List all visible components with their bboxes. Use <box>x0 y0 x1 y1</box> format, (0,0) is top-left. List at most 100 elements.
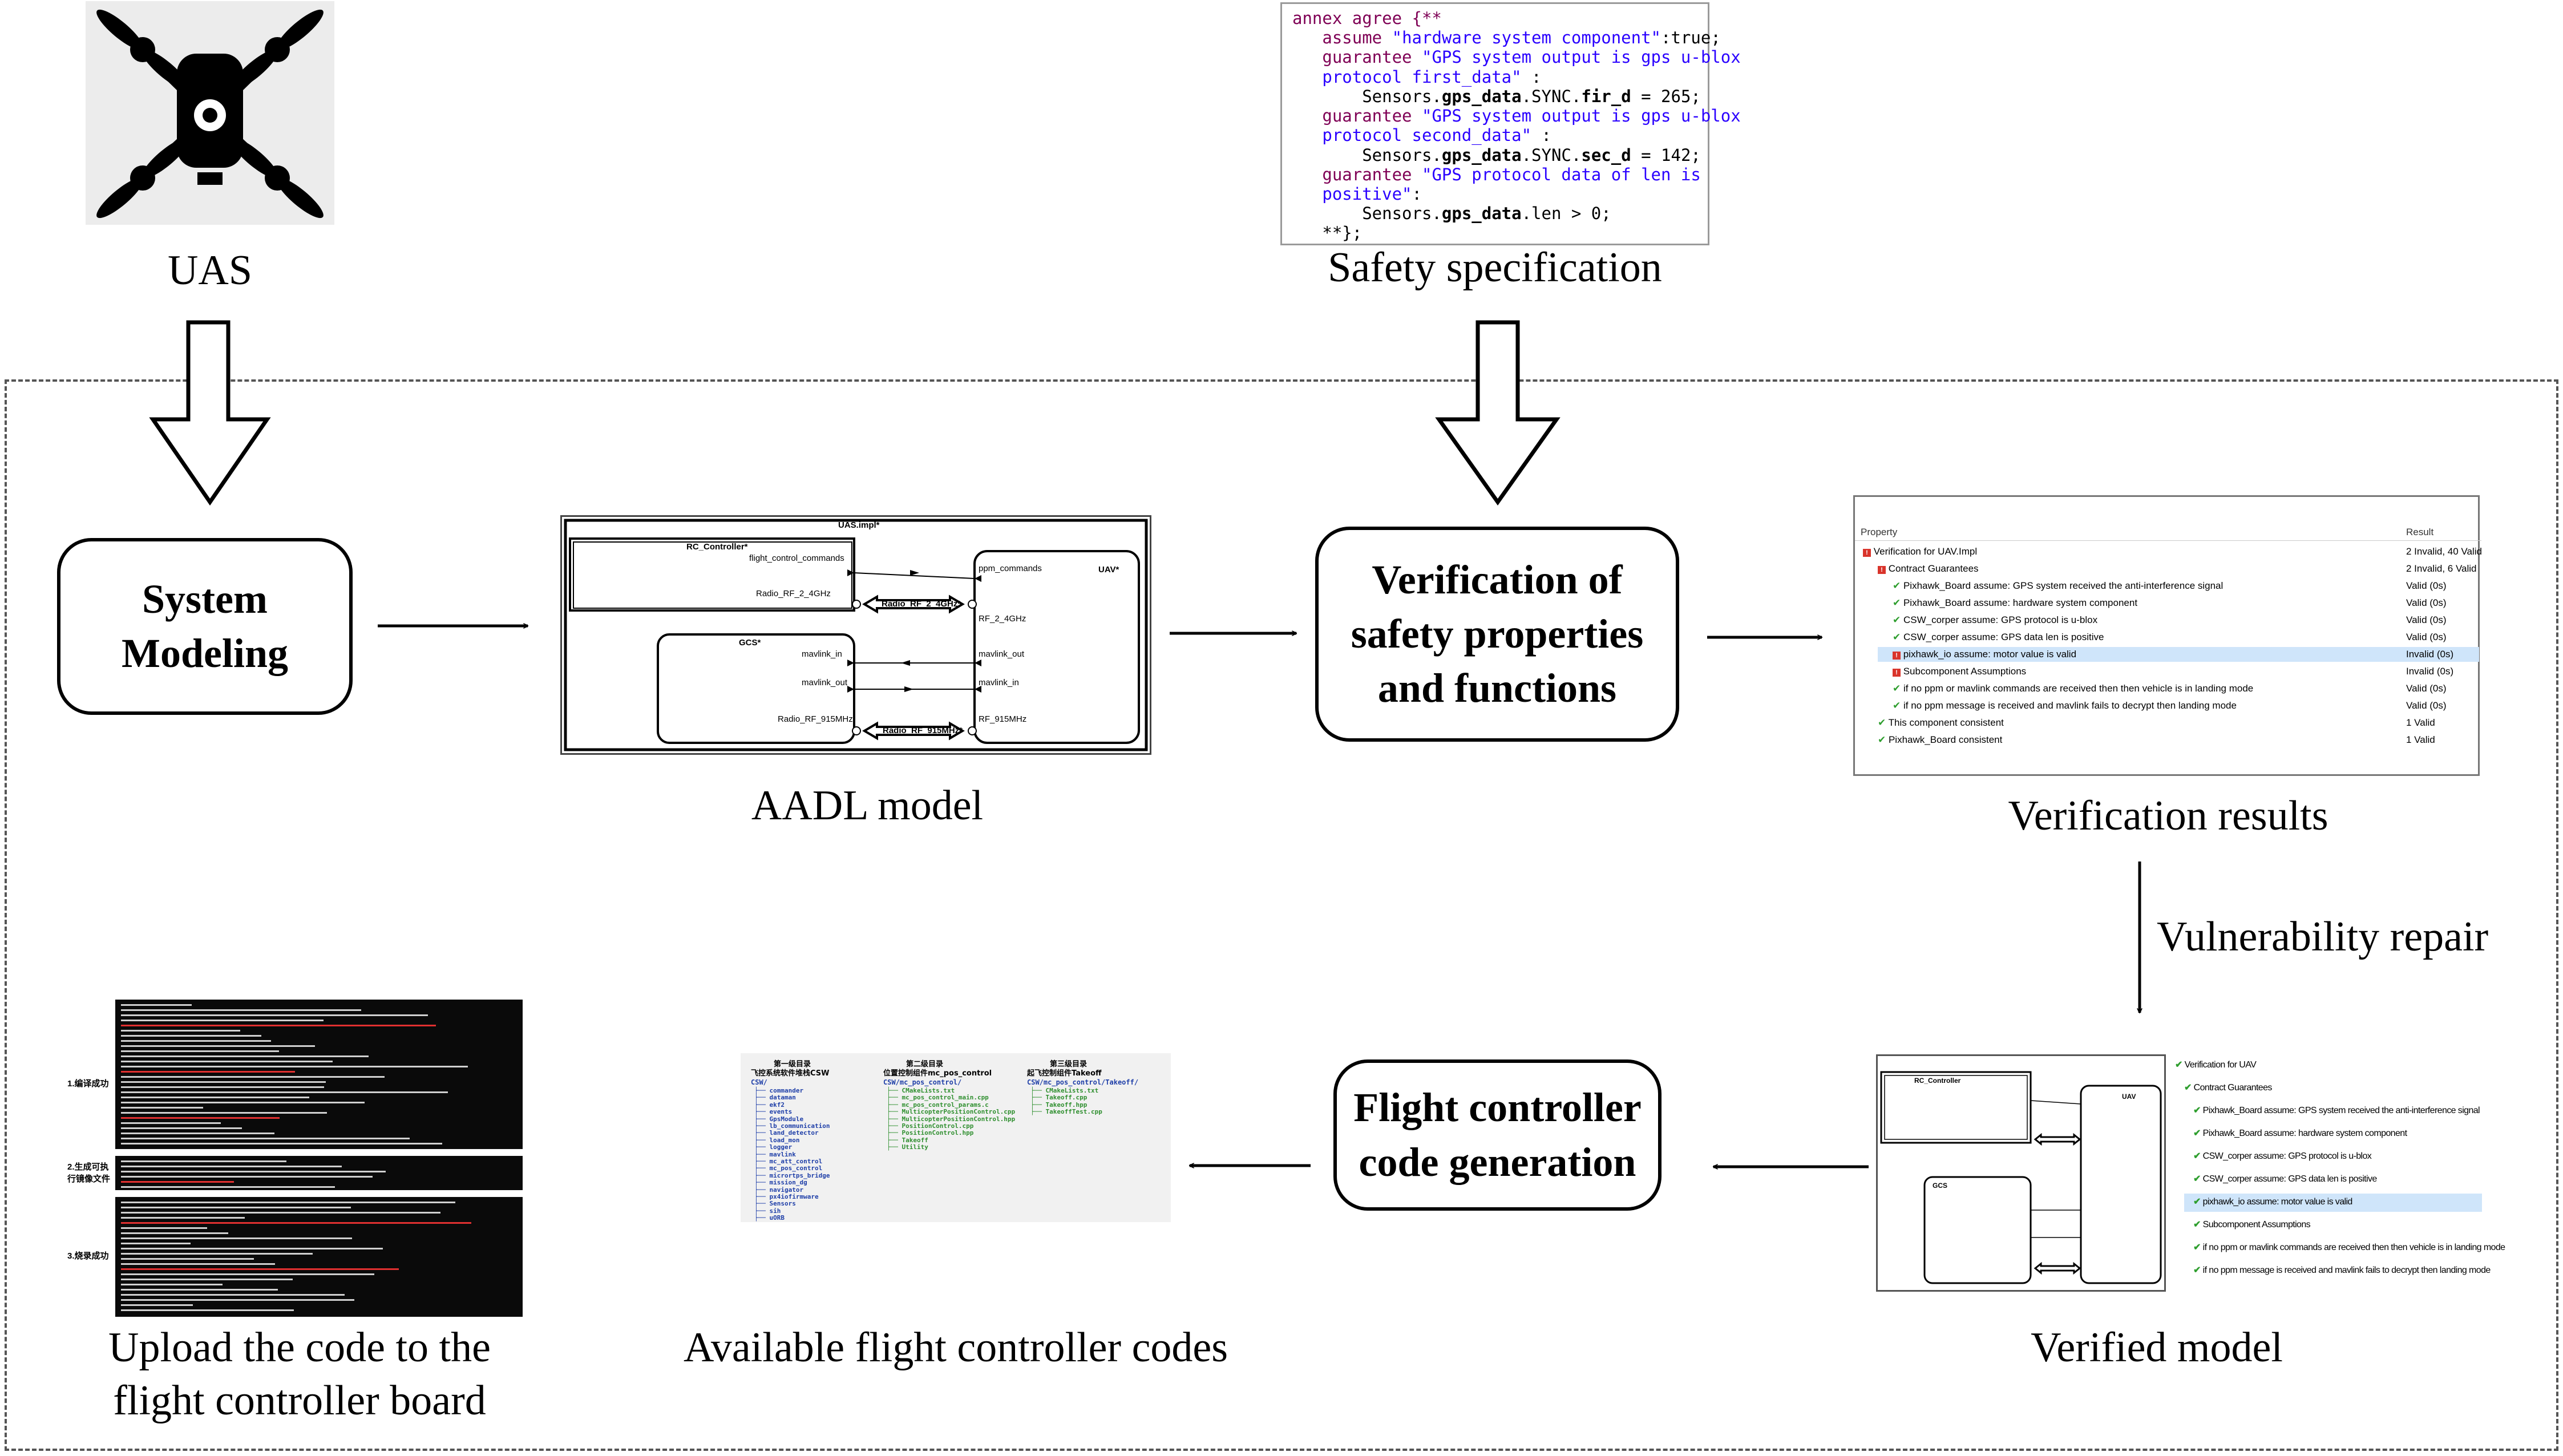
check-icon: ✔ <box>2193 1265 2203 1275</box>
code-line: positive": <box>1292 184 1422 204</box>
aadl-flight-control-commands: flight_control_commands <box>749 553 844 563</box>
terminal-text-line <box>121 1025 436 1026</box>
check-icon: ✔ <box>1893 580 1901 591</box>
caption-upload-line-2: flight controller board <box>113 1377 486 1424</box>
listing-item: ├── PositionControl.cpp <box>887 1122 974 1130</box>
terminal-text-line <box>121 1284 223 1285</box>
system-modeling-line-1: System <box>142 576 268 622</box>
vr-row[interactable]: ✔ CSW_corper assume: GPS data len is pos… <box>1893 632 2104 643</box>
aadl-mavlink-out-right: mavlink_out <box>979 649 1025 659</box>
drone-icon <box>96 9 324 219</box>
vr-row[interactable]: ✔ This component consistent <box>1878 717 2004 729</box>
listing-item: ├── ekf2 <box>754 1101 785 1109</box>
vm-tree-label: Contract Guarantees <box>2193 1083 2273 1093</box>
vr-row[interactable]: ! pixhawk_io assume: motor value is vali… <box>1893 649 2076 660</box>
terminal-text-line <box>121 1122 221 1124</box>
vm-tree-row[interactable]: ✔ CSW_corper assume: GPS data len is pos… <box>2193 1173 2377 1184</box>
terminal-text-line <box>121 1289 278 1291</box>
terminal-text-line <box>121 1045 315 1047</box>
vr-row-result: Invalid (0s) <box>2406 666 2454 677</box>
code-line: assume "hardware system component":true; <box>1292 28 1721 48</box>
terminal-text-line <box>121 1117 280 1119</box>
terminal-screenshot: 1.编译成功 2.生成可执行镜像文件 3.烧录成功 <box>57 1000 523 1317</box>
vm-tree-row[interactable]: ✔ Contract Guarantees <box>2184 1082 2272 1093</box>
listing-item: ├── px4iofirmware <box>754 1193 819 1200</box>
vr-row[interactable]: ✔ Pixhawk_Board assume: GPS system recei… <box>1893 580 2223 592</box>
check-icon: ✔ <box>2193 1151 2203 1161</box>
vr-row[interactable]: ✔ Pixhawk_Board consistent <box>1878 734 2002 746</box>
hollow-arrow-uas-to-modeling <box>149 320 271 506</box>
listing-item: ├── dataman <box>754 1094 796 1102</box>
code-line: guarantee "GPS protocol data of len is <box>1292 164 1701 184</box>
vr-row[interactable]: ! Verification for UAV.Impl <box>1863 546 1977 557</box>
terminal-text-line <box>121 1076 385 1078</box>
aadl-mavlink-in-right: mavlink_in <box>979 678 1019 687</box>
code-line: **}; <box>1292 223 1363 243</box>
system-modeling-box: System Modeling <box>57 538 353 715</box>
vr-row-label: if no ppm or mavlink commands are receiv… <box>1901 683 2254 694</box>
listing-item: ├── lb_communication <box>754 1122 830 1130</box>
terminal-text-line <box>121 1294 345 1296</box>
listing-col-subtitle: 起飞控制组件Takeoff <box>1027 1069 1102 1078</box>
error-icon: ! <box>1893 652 1901 660</box>
vr-row[interactable]: ! Contract Guarantees <box>1878 563 1979 575</box>
vm-tree-row[interactable]: ✔ Pixhawk_Board assume: hardware system … <box>2193 1127 2407 1139</box>
vr-row-label: Pixhawk_Board consistent <box>1886 734 2003 745</box>
caption-verification-results: Verification results <box>2008 792 2328 839</box>
listing-col-title: 第二级目录 <box>906 1060 944 1069</box>
vr-row[interactable]: ✔ if no ppm or mavlink commands are rece… <box>1893 683 2253 694</box>
code-line: Sensors.gps_data.len > 0; <box>1292 204 1611 224</box>
terminal-text-line <box>121 1081 326 1083</box>
vr-row-result: Valid (0s) <box>2406 580 2447 591</box>
caption-aadl-model: AADL model <box>751 782 984 829</box>
verified-model-tree: ✔ Verification for UAV ✔ Contract Guarant… <box>2173 1057 2505 1291</box>
vr-row-label: CSW_corper assume: GPS protocol is u-blo… <box>1901 614 2098 625</box>
caption-upload-line-1: Upload the code to the <box>108 1324 491 1371</box>
aadl-mavlink-in-left: mavlink_in <box>802 649 842 659</box>
listing-item: ├── MulticopterPositionControl.hpp <box>887 1115 1016 1123</box>
listing-item: ├── load_mon <box>754 1136 800 1144</box>
caption-uas: UAS <box>167 247 253 294</box>
caption-upload: Upload the code to the flight controller… <box>63 1321 536 1427</box>
caption-available-codes: Available flight controller codes <box>683 1324 1228 1371</box>
vm-tree-row[interactable]: ✔ Subcomponent Assumptions <box>2193 1219 2311 1230</box>
vm-tree-row[interactable]: ✔ CSW_corper assume: GPS protocol is u-b… <box>2193 1150 2372 1162</box>
vr-row[interactable]: ✔ CSW_corper assume: GPS protocol is u-b… <box>1893 614 2097 626</box>
listing-item: ├── CMakeLists.txt <box>887 1087 955 1094</box>
check-icon: ✔ <box>1893 632 1901 642</box>
terminal-text-line <box>121 1176 373 1178</box>
terminal-text-line <box>121 1171 386 1172</box>
vr-row[interactable]: ✔ if no ppm message is received and mavl… <box>1893 700 2237 711</box>
terminal-text-line <box>121 1217 245 1219</box>
vr-row-result: 2 Invalid, 40 Valid <box>2406 546 2482 557</box>
vm-tree-row[interactable]: ✔ Verification for UAV <box>2175 1059 2257 1070</box>
vm-tree-row[interactable]: ✔ Pixhawk_Board assume: GPS system recei… <box>2193 1105 2480 1116</box>
vm-tree-row[interactable]: ✔ pixhawk_io assume: motor value is vali… <box>2193 1196 2352 1207</box>
check-icon: ✔ <box>2193 1197 2203 1207</box>
vr-row-result: Valid (0s) <box>2406 614 2447 625</box>
check-icon: ✔ <box>2193 1129 2203 1138</box>
uas-icon-panel <box>86 1 334 225</box>
vm-tree-label: Pixhawk_Board assume: GPS system receive… <box>2202 1106 2480 1115</box>
verified-model-uav: UAV <box>2122 1093 2136 1101</box>
listing-item: ├── events <box>754 1108 793 1116</box>
terminal-text-line <box>121 1014 428 1016</box>
listing-item: ├── mc_pos_control <box>754 1164 823 1172</box>
terminal-text-line <box>121 1143 442 1144</box>
terminal-block-image <box>115 1156 523 1190</box>
vr-row[interactable]: ✔ Pixhawk_Board assume: hardware system … <box>1893 597 2137 609</box>
caption-safety-specification: Safety specification <box>1328 244 1662 291</box>
check-icon: ✔ <box>1878 734 1886 745</box>
terminal-text-line <box>121 1181 234 1183</box>
listing-item: ├── land_detector <box>754 1129 819 1137</box>
vr-row[interactable]: ! Subcomponent Assumptions <box>1893 666 2026 677</box>
terminal-text-line <box>121 1138 410 1139</box>
vm-tree-row[interactable]: ✔ if no ppm or mavlink commands are rece… <box>2193 1241 2505 1253</box>
vm-tree-row[interactable]: ✔ if no ppm message is received and mavl… <box>2193 1264 2491 1276</box>
vr-row-result: Valid (0s) <box>2406 683 2447 694</box>
terminal-text-line <box>121 1102 365 1103</box>
terminal-block-build <box>115 1000 523 1149</box>
listing-item: ├── mavlink <box>754 1150 796 1158</box>
code-line: protocol second_data" : <box>1292 126 1551 145</box>
